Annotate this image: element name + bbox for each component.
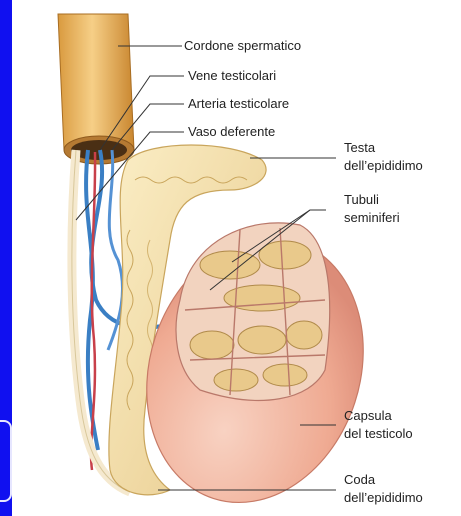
anatomy-illustration: Cordone spermatico Vene testicolari Arte… [12,0,461,516]
spermatic-cord [58,14,134,164]
diagram-panel: Cordone spermatico Vene testicolari Arte… [12,0,461,516]
label-capsula-line1: Capsula [344,408,392,423]
label-tubuli-line2: seminiferi [344,210,400,225]
label-testa-line1: Testa [344,140,376,155]
label-testa-line2: dell’epididimo [344,158,423,173]
side-tab [0,420,12,502]
label-vaso-deferente: Vaso deferente [188,124,275,139]
label-vene-testicolari: Vene testicolari [188,68,276,83]
label-arteria-testicolare: Arteria testicolare [188,96,289,111]
label-coda-line2: dell’epididimo [344,490,423,505]
label-capsula-line2: del testicolo [344,426,413,441]
label-cordone-spermatico: Cordone spermatico [184,38,301,53]
label-tubuli-line1: Tubuli [344,192,379,207]
label-coda-line1: Coda [344,472,376,487]
